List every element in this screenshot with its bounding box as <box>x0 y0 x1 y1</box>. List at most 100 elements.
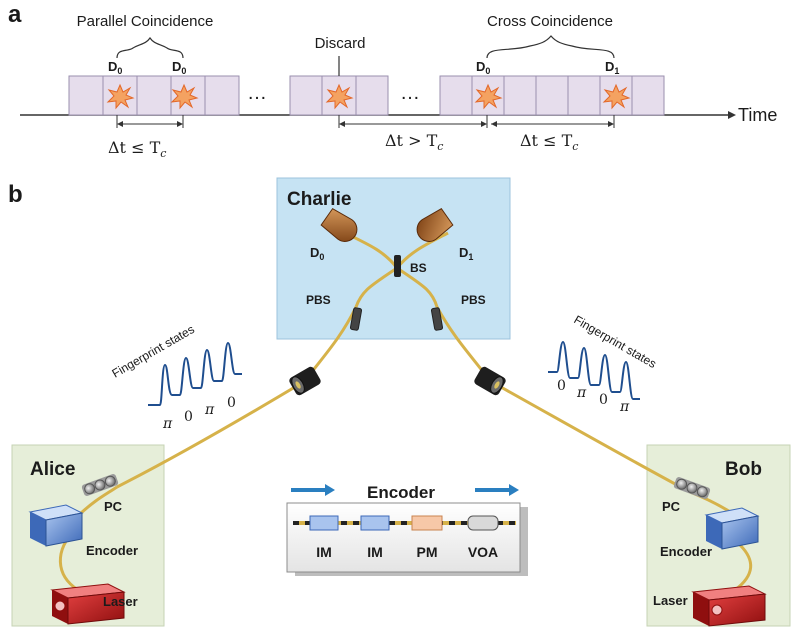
input-arrowhead <box>325 484 335 496</box>
time-slot <box>355 75 389 116</box>
im1-component-icon <box>309 515 339 531</box>
interval-label-parallel: Δt ≤ Tc <box>108 138 166 160</box>
pm-component-icon <box>411 515 443 531</box>
phase-label: π <box>204 402 215 418</box>
time-slot <box>535 75 569 116</box>
parallel-coincidence-label: Parallel Coincidence <box>77 13 214 30</box>
detector-d1-label: D1 <box>459 245 473 262</box>
bob-label: Bob <box>725 459 762 480</box>
time-slot <box>567 75 601 116</box>
encoder-detail-box <box>286 502 521 573</box>
fingerprint-pulses-left <box>148 341 242 406</box>
detector-tag-d1: D1 <box>605 59 619 76</box>
phase-label: 0 <box>184 409 193 425</box>
phase-label: 0 <box>599 392 608 408</box>
time-slot <box>503 75 537 116</box>
encoder-detail: Encoder IM IM PM VOA <box>286 483 528 576</box>
cross-coincidence-label: Cross Coincidence <box>487 13 613 30</box>
encoder-detail-title: Encoder <box>367 483 435 502</box>
bs-label: BS <box>410 261 427 275</box>
interval-label-discard: Δt > Tc <box>385 131 443 153</box>
detector-d1-icon <box>416 207 454 242</box>
fiber <box>489 379 691 494</box>
arrowhead <box>339 121 345 127</box>
panel-a-label: a <box>8 1 22 28</box>
fiber <box>78 485 118 516</box>
phase-label: π <box>619 399 630 415</box>
bob-pc-label: PC <box>662 499 681 514</box>
time-axis-label: Time <box>738 105 777 125</box>
detector-tag-d0: D0 <box>172 59 186 76</box>
click-burst-icon <box>170 83 199 110</box>
fingerprint-label-right: Fingerprint states <box>572 312 659 370</box>
bob-laser-icon <box>691 585 767 627</box>
pbs-right-icon <box>430 307 444 331</box>
fiber-spool-left-icon <box>289 366 321 396</box>
alice-pc-icon <box>81 474 119 496</box>
pbs-left-icon <box>349 307 363 331</box>
phase-label: π <box>576 385 587 401</box>
charlie-label: Charlie <box>287 189 351 210</box>
alice-encoder-icon <box>28 504 84 547</box>
arrowhead <box>177 121 183 127</box>
arrowhead <box>117 121 123 127</box>
alice-laser-icon <box>50 583 126 625</box>
time-axis-arrowhead <box>728 111 736 119</box>
panel-b-label: b <box>8 181 23 208</box>
detector-tag-d0: D0 <box>476 59 490 76</box>
bob-encoder-label: Encoder <box>660 544 712 559</box>
charlie-station <box>276 177 511 340</box>
bob-pc-icon <box>673 477 711 499</box>
alice-pc-label: PC <box>104 499 123 514</box>
slot-group-2 <box>289 75 389 116</box>
cross-brace <box>486 35 615 59</box>
detector-tag-d0: D0 <box>108 59 122 76</box>
encoder-component-label: PM <box>417 544 438 560</box>
voa-component-icon <box>467 515 499 531</box>
alice-laser-label: Laser <box>103 594 138 609</box>
arrowhead <box>608 121 614 127</box>
phase-label: 0 <box>557 378 566 394</box>
slot-group-3 <box>439 75 665 116</box>
pbs-right-label: PBS <box>461 293 486 307</box>
fiber <box>354 266 398 308</box>
encoder-component-label: IM <box>316 544 332 560</box>
alice-encoder-label: Encoder <box>86 543 138 558</box>
ellipsis-1: … <box>247 82 267 104</box>
beam-splitter-icon <box>394 255 401 277</box>
bob-laser-label: Laser <box>653 593 688 608</box>
discard-label: Discard <box>315 35 366 52</box>
encoder-component-label: VOA <box>468 544 498 560</box>
output-arrowhead <box>509 484 519 496</box>
time-slot <box>631 75 665 116</box>
fiber <box>116 379 306 489</box>
phase-label: 0 <box>227 395 236 411</box>
fiber-spool-right-icon <box>474 366 506 396</box>
interval-label-cross: Δt ≤ Tc <box>520 131 578 153</box>
fingerprint-pulses-right <box>548 340 640 400</box>
click-burst-icon <box>602 83 631 110</box>
arrowhead <box>491 121 497 127</box>
click-burst-icon <box>474 83 503 110</box>
fiber <box>734 543 753 592</box>
alice-label: Alice <box>30 459 75 480</box>
arrowhead <box>481 121 487 127</box>
detector-d0-label: D0 <box>310 245 324 262</box>
time-slot <box>439 75 473 116</box>
time-slot <box>204 75 240 116</box>
detector-d0-icon <box>320 207 358 242</box>
parallel-brace <box>116 36 184 59</box>
im2-component-icon <box>360 515 390 531</box>
time-slot <box>289 75 323 116</box>
pbs-left-label: PBS <box>306 293 331 307</box>
time-slot <box>68 75 104 116</box>
click-burst-icon <box>325 83 354 110</box>
time-slot <box>136 75 172 116</box>
slot-group-1 <box>68 75 240 116</box>
ellipsis-2: … <box>400 82 420 104</box>
fiber <box>396 266 439 308</box>
encoder-component-label: IM <box>367 544 383 560</box>
click-burst-icon <box>106 83 135 110</box>
phase-label: π <box>162 416 173 432</box>
